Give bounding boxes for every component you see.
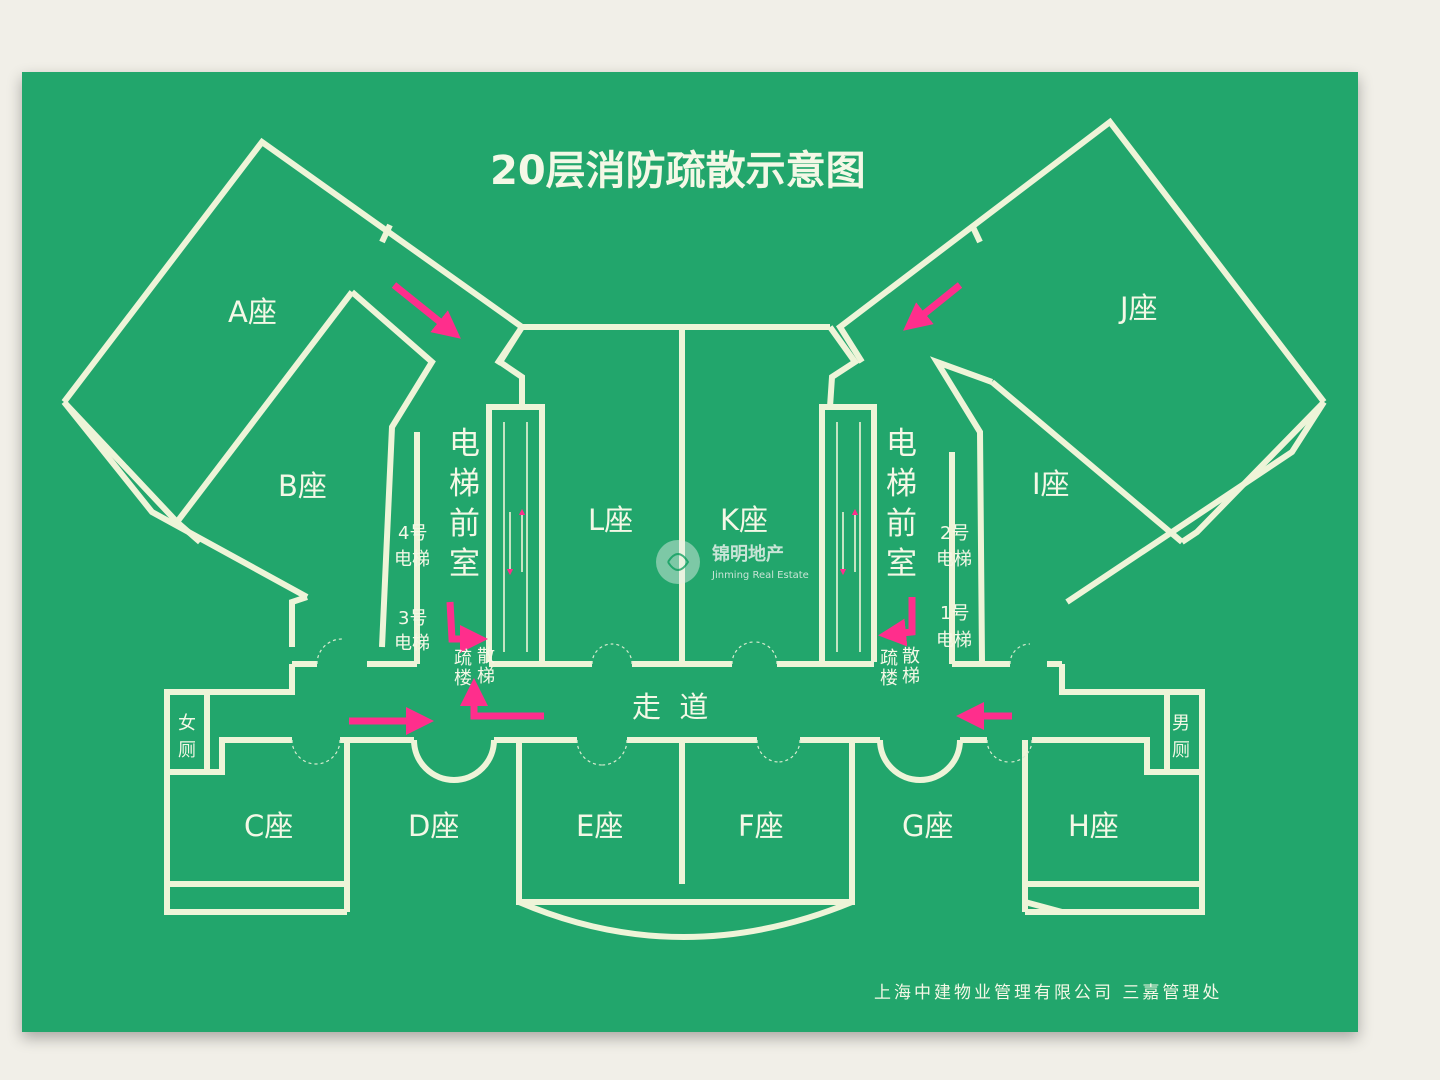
svg-text:散: 散 — [477, 646, 495, 667]
evacuation-arrow-stair-left — [446, 601, 488, 653]
zone-labels: A座 B座 C座 D座 E座 F座 G座 H座 I座 J座 K座 L座 — [228, 291, 1158, 843]
footer-company: 上海中建物业管理有限公司 三嘉管理处 — [874, 983, 1222, 1003]
svg-text:电: 电 — [449, 426, 480, 462]
elevator-lobby-right-label: 电 梯 前 室 — [886, 426, 917, 582]
svg-text:前: 前 — [886, 506, 917, 542]
elevator-lobby-left-label: 电 梯 前 室 — [449, 426, 480, 582]
svg-text:楼: 楼 — [454, 668, 472, 689]
svg-text:梯: 梯 — [477, 666, 495, 687]
elevator-2-label: 2号 — [940, 523, 969, 544]
svg-text:厕: 厕 — [1172, 740, 1190, 761]
evacuation-arrows — [349, 282, 1012, 735]
zone-f-label: F座 — [738, 809, 784, 843]
evacuation-sign-board: 20层消防疏散示意图 — [22, 72, 1358, 1032]
evacuation-arrow-j — [903, 282, 963, 331]
walls: 20层消防疏散示意图 — [61, 117, 1327, 940]
zone-i-label: I座 — [1032, 467, 1070, 501]
evacuation-arrow-stair-right — [878, 597, 916, 647]
floor-plan: 20层消防疏散示意图 — [61, 117, 1327, 1003]
svg-text:梯: 梯 — [902, 666, 920, 687]
elevator-labels: 4号 电梯 3号 电梯 2号 电梯 1号 电梯 — [394, 523, 972, 654]
watermark-logo-icon — [656, 540, 700, 584]
zone-k-label: K座 — [720, 503, 768, 537]
svg-text:前: 前 — [449, 506, 480, 542]
zone-a-label: A座 — [228, 295, 277, 329]
svg-text:电梯: 电梯 — [936, 630, 972, 651]
svg-text:散: 散 — [902, 646, 920, 667]
svg-text:厕: 厕 — [178, 740, 196, 761]
svg-text:疏: 疏 — [880, 648, 898, 669]
elevator-direction-markers — [506, 508, 859, 576]
toilet-male-label: 男 厕 — [1172, 713, 1190, 761]
elevator-4-label: 4号 — [398, 523, 427, 544]
sign-title: 20层消防疏散示意图 — [490, 148, 866, 194]
watermark: 锦明地产 Jinming Real Estate — [656, 540, 809, 584]
stairs-left-label: 疏 楼 散 梯 — [454, 646, 495, 689]
toilet-female-label: 女 厕 — [178, 713, 196, 761]
svg-text:疏: 疏 — [454, 648, 472, 669]
svg-text:梯: 梯 — [449, 466, 480, 502]
svg-text:电梯: 电梯 — [936, 549, 972, 570]
zone-d-label: D座 — [408, 809, 459, 843]
stairs-right-label: 疏 楼 散 梯 — [880, 646, 920, 689]
watermark-english: Jinming Real Estate — [711, 570, 809, 581]
zone-j-label: J座 — [1118, 291, 1158, 325]
svg-text:电: 电 — [886, 426, 917, 462]
evacuation-arrow-a — [391, 282, 461, 339]
svg-text:梯: 梯 — [886, 466, 917, 502]
svg-text:电梯: 电梯 — [394, 633, 430, 654]
svg-text:室: 室 — [886, 546, 917, 582]
zone-g-label: G座 — [902, 809, 953, 843]
elevator-1-label: 1号 — [940, 603, 969, 624]
watermark-name: 锦明地产 — [712, 543, 784, 565]
evacuation-arrow-corridor-mid — [460, 678, 544, 720]
zone-e-label: E座 — [576, 809, 623, 843]
zone-h-label: H座 — [1068, 809, 1119, 843]
svg-text:室: 室 — [449, 546, 480, 582]
svg-text:男: 男 — [1172, 713, 1190, 734]
svg-text:电梯: 电梯 — [394, 549, 430, 570]
zone-l-label: L座 — [588, 503, 633, 537]
svg-text:楼: 楼 — [880, 668, 898, 689]
zone-b-label: B座 — [278, 469, 327, 503]
elevator-3-label: 3号 — [398, 608, 427, 629]
zone-c-label: C座 — [244, 809, 293, 843]
svg-text:女: 女 — [178, 713, 196, 734]
corridor-label: 走 道 — [632, 690, 708, 724]
